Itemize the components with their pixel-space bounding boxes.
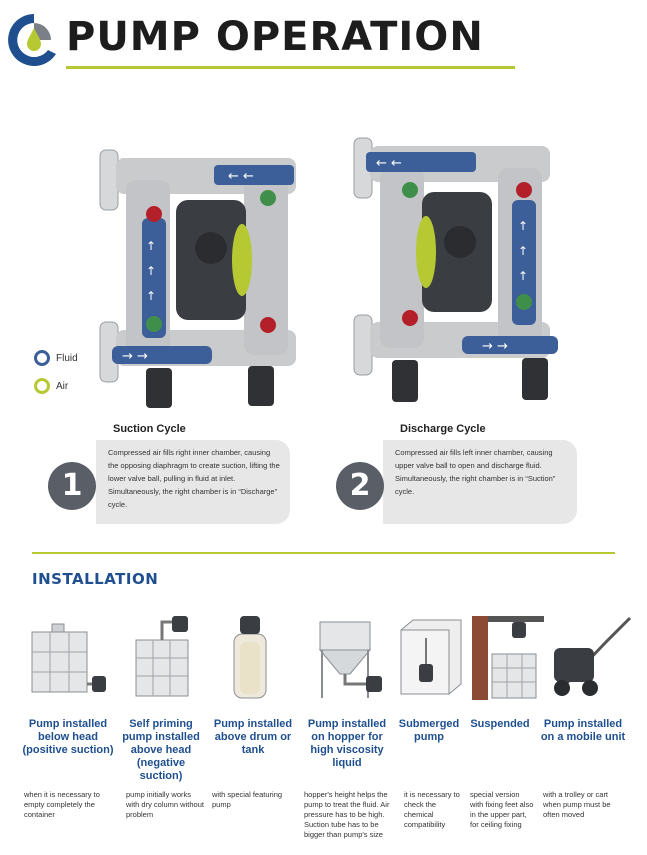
installation-heading: INSTALLATION [32,570,159,588]
install-desc-self-priming: pump initially works with dry column wit… [126,790,204,819]
title-underline [66,66,515,69]
install-desc-submerged: it is necessary to check the chemical co… [404,790,460,829]
svg-text:↑: ↑ [518,269,528,283]
fluid-dot-icon [34,350,50,366]
cycle-2-description: Compressed air fills left inner chamber,… [383,440,577,524]
install-label-below-head: Pump installed below head (positive suct… [22,718,114,756]
svg-text:↑: ↑ [146,239,156,253]
svg-text:↑: ↑ [146,264,156,278]
air-dot-icon [34,378,50,394]
page-title: PUMP OPERATION [66,14,484,60]
legend-air: Air [34,378,68,394]
mobile-cart-icon [554,616,632,696]
svg-text:↑: ↑ [518,219,528,233]
cycle-2-number: 2 [336,462,384,510]
svg-text:↑: ↑ [518,244,528,258]
install-desc-below-head: when it is necessary to empty completely… [24,790,100,819]
svg-text:← ←: ← ← [228,169,254,184]
legend-fluid: Fluid [34,350,78,366]
cycle-2-title: Discharge Cycle [400,423,486,435]
pump-discharge-illustration: ← ← ↑ ↑ ↑ → → [353,137,558,402]
tank-below-head-icon [31,623,106,693]
company-logo-icon [8,14,56,66]
install-label-self-priming: Self priming pump installed above head (… [122,718,200,782]
cycle-1-number: 1 [48,462,96,510]
install-desc-hopper: hopper's height helps the pump to treat … [304,790,390,839]
install-label-hopper: Pump installed on hopper for high viscos… [307,718,387,769]
svg-text:→ →: → → [122,349,148,364]
drum-tank-icon [233,616,267,699]
svg-text:← ←: ← ← [376,156,402,171]
svg-text:→ →: → → [482,339,508,354]
install-label-drum: Pump installed above drum or tank [213,718,293,756]
install-label-submerged: Submerged pump [398,718,460,743]
cycle-1-title: Suction Cycle [113,423,186,435]
cycle-1-description: Compressed air fills right inner chamber… [96,440,290,524]
install-desc-mobile: with a trolley or cart when pump must be… [543,790,611,819]
install-desc-drum: with special featuring pump [212,790,283,809]
self-priming-tank-icon [135,616,189,697]
install-label-mobile: Pump installed on a mobile unit [540,718,626,743]
svg-text:↑: ↑ [146,289,156,303]
legend-air-label: Air [56,380,69,392]
hopper-icon [318,621,382,698]
section-divider [32,552,615,554]
pump-suction-illustration: ← ← ↑ ↑ ↑ → → [99,149,296,408]
submerged-tank-icon [400,619,462,695]
install-desc-suspended: special version with fixing feet also in… [470,790,534,829]
legend-fluid-label: Fluid [56,352,78,364]
suspended-pump-icon [472,616,544,700]
install-label-suspended: Suspended [470,718,530,730]
